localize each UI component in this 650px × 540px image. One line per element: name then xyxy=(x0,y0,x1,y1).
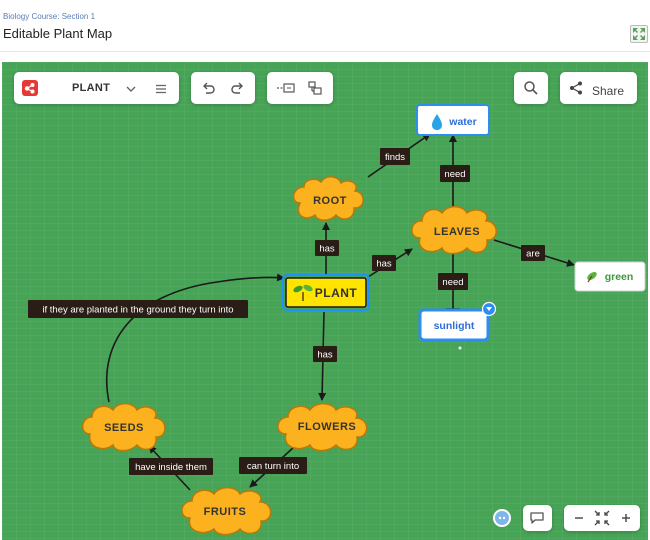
menu-icon xyxy=(156,84,166,94)
share-icon xyxy=(570,81,582,95)
map-dropdown-button[interactable] xyxy=(125,82,137,94)
zoom-controls xyxy=(564,505,640,531)
link-label-leaves-sunlight[interactable]: need xyxy=(438,273,468,290)
link-label-seeds-plant[interactable]: if they are planted in the ground they t… xyxy=(28,300,248,318)
page-header: Biology Course: Section 1 Editable Plant… xyxy=(0,0,650,52)
svg-text:FLOWERS: FLOWERS xyxy=(298,421,357,433)
node-leaves[interactable]: LEAVES xyxy=(411,205,497,255)
water-drop-icon xyxy=(432,114,442,130)
layout-button[interactable] xyxy=(307,80,323,96)
sprout-icon xyxy=(293,284,313,301)
add-node-button[interactable] xyxy=(276,81,296,95)
link-label-root-water[interactable]: finds xyxy=(380,148,410,165)
redo-button[interactable] xyxy=(230,80,246,96)
concept-map: ROOT LEAVES FLOWERS SEEDS FRUITS xyxy=(28,104,646,536)
fullscreen-button[interactable] xyxy=(630,25,648,43)
comment-button[interactable] xyxy=(523,505,552,531)
link-line-seeds-plant xyxy=(105,273,285,403)
svg-text:has: has xyxy=(376,259,392,270)
link-label-flowers-fruits[interactable]: can turn into xyxy=(239,457,307,474)
link-label-leaves-water[interactable]: need xyxy=(440,165,470,182)
svg-text:SEEDS: SEEDS xyxy=(104,422,144,434)
link-label-plant-flowers[interactable]: has xyxy=(313,346,337,362)
avatar-icon xyxy=(498,516,506,520)
logo-button[interactable] xyxy=(22,80,38,96)
node-flowers[interactable]: FLOWERS xyxy=(277,402,368,452)
svg-text:finds: finds xyxy=(385,152,405,163)
zoom-in-button[interactable] xyxy=(619,511,633,525)
concept-map-canvas[interactable]: ROOT LEAVES FLOWERS SEEDS FRUITS xyxy=(2,62,648,540)
svg-text:can turn into: can turn into xyxy=(247,461,299,472)
node-green[interactable]: green xyxy=(574,261,646,292)
link-label-plant-root[interactable]: has xyxy=(315,240,339,256)
share-label: Share xyxy=(592,84,625,98)
undo-button[interactable] xyxy=(200,80,216,96)
expand-icon xyxy=(633,28,645,40)
svg-text:LEAVES: LEAVES xyxy=(434,226,480,238)
svg-text:need: need xyxy=(442,277,463,288)
node-options-icon[interactable] xyxy=(481,301,497,317)
node-root[interactable]: ROOT xyxy=(292,176,364,221)
page-title: Editable Plant Map xyxy=(3,26,113,41)
search-button[interactable] xyxy=(514,72,548,104)
node-fruits[interactable]: FRUITS xyxy=(181,486,272,536)
fit-icon xyxy=(594,510,610,526)
node-tools-panel xyxy=(267,72,333,104)
zoom-out-button[interactable] xyxy=(572,511,586,525)
svg-text:sunlight: sunlight xyxy=(434,320,475,332)
breadcrumb[interactable]: Biology Course: Section 1 xyxy=(3,12,96,21)
node-sunlight[interactable]: sunlight xyxy=(418,301,497,350)
undo-icon xyxy=(203,82,215,94)
layout-icon xyxy=(308,81,322,95)
chevron-down-icon xyxy=(126,86,136,92)
redo-icon xyxy=(231,82,243,94)
zoom-in-icon xyxy=(622,514,630,522)
svg-text:FRUITS: FRUITS xyxy=(204,506,247,518)
avatar[interactable] xyxy=(493,509,511,527)
node-seeds[interactable]: SEEDS xyxy=(82,402,166,452)
svg-text:has: has xyxy=(319,244,335,255)
map-menu-panel: PLANT xyxy=(14,72,179,104)
svg-text:green: green xyxy=(605,271,634,283)
logo-icon xyxy=(22,80,38,96)
svg-text:are: are xyxy=(526,249,540,260)
map-name[interactable]: PLANT xyxy=(72,82,111,94)
svg-text:need: need xyxy=(444,169,465,180)
link-label-plant-leaves[interactable]: has xyxy=(372,255,396,271)
node-plant[interactable]: PLANT xyxy=(282,274,370,311)
share-button[interactable]: Share xyxy=(560,72,637,104)
node-water[interactable]: water xyxy=(416,104,490,136)
svg-text:if they are planted in the gro: if they are planted in the ground they t… xyxy=(42,305,233,316)
link-label-fruits-seeds[interactable]: have inside them xyxy=(129,458,213,475)
svg-text:ROOT: ROOT xyxy=(313,195,347,207)
add-node-icon xyxy=(277,83,295,93)
svg-text:PLANT: PLANT xyxy=(315,286,358,300)
search-icon xyxy=(524,81,538,95)
fit-view-button[interactable] xyxy=(594,510,610,526)
leaf-icon xyxy=(587,272,597,283)
link-label-leaves-green[interactable]: are xyxy=(521,245,545,261)
menu-button[interactable] xyxy=(155,82,167,94)
svg-text:have inside them: have inside them xyxy=(135,462,207,473)
svg-text:has: has xyxy=(317,350,333,361)
svg-text:water: water xyxy=(448,116,476,128)
comment-icon xyxy=(530,512,544,524)
history-panel xyxy=(191,72,255,104)
zoom-out-icon xyxy=(575,517,583,519)
